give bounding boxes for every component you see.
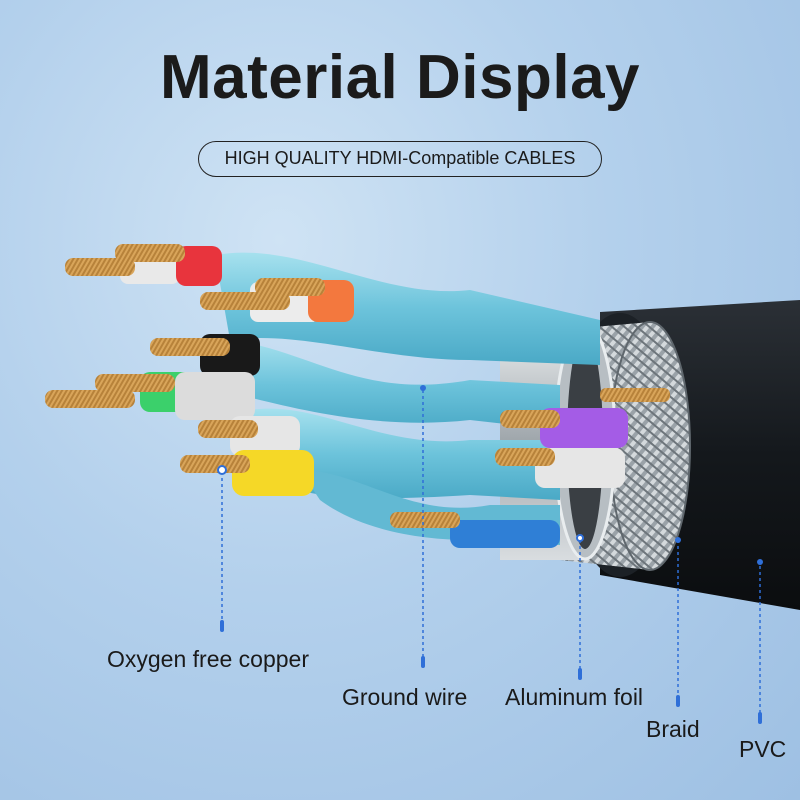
- label-oxygen-free-copper: Oxygen free copper: [107, 646, 310, 672]
- inner-wires: [45, 244, 670, 548]
- leader-lines: [221, 390, 761, 722]
- label-aluminum-foil: Aluminum foil: [505, 684, 644, 710]
- label-ground-wire: Ground wire: [342, 684, 468, 710]
- label-pvc: PVC: [739, 736, 787, 762]
- label-braid: Braid: [646, 716, 700, 742]
- leader-dots: [217, 385, 763, 724]
- subtitle-pill: HIGH QUALITY HDMI-Compatible CABLES: [198, 141, 602, 177]
- page-title: Material Display: [159, 43, 641, 112]
